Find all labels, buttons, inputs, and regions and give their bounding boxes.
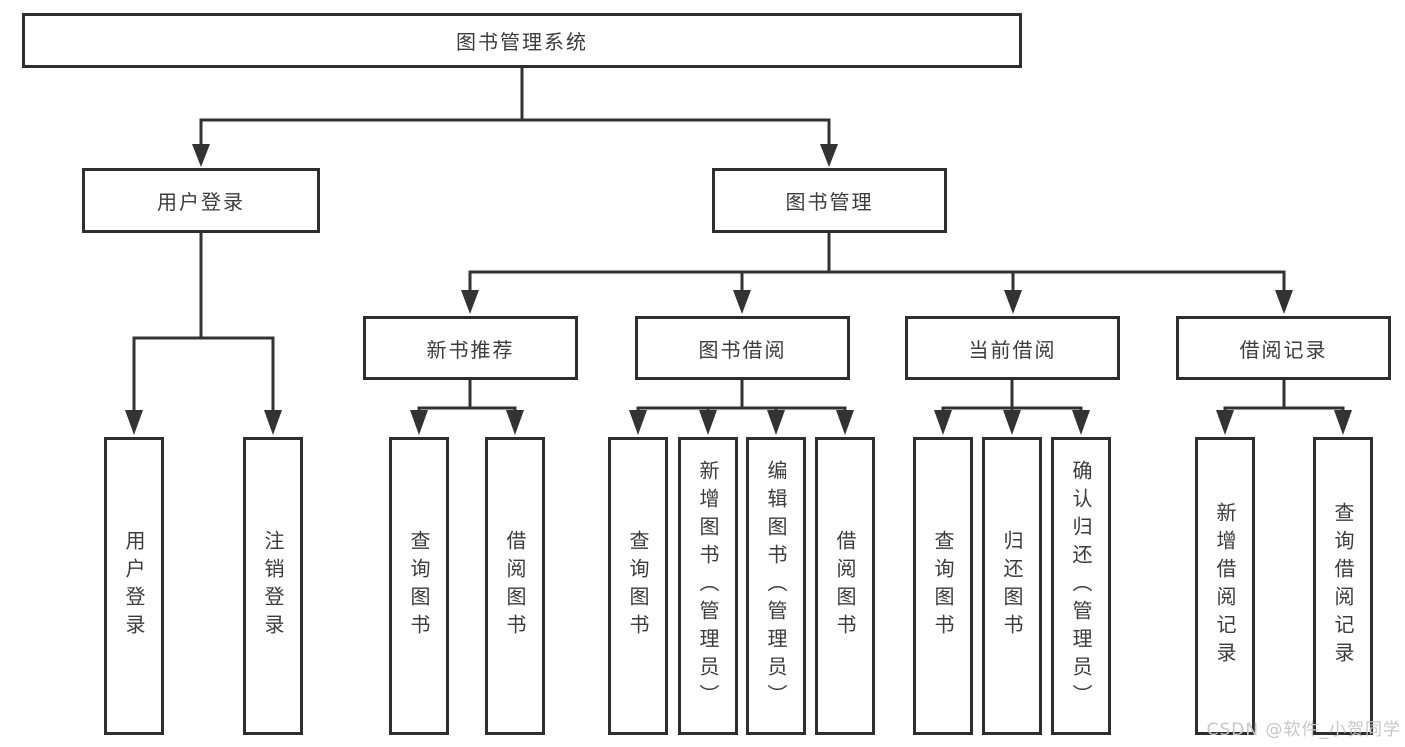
node-label: 查询图书 (626, 530, 650, 642)
leaf-logout: 注销登录 (243, 437, 303, 735)
leaf-return-books: 归还图书 (982, 437, 1042, 735)
node-label: 编辑图书（管理员） (764, 460, 788, 712)
node-library-management-system: 图书管理系统 (22, 13, 1022, 68)
node-label: 借阅图书 (833, 530, 857, 642)
node-label: 用户登录 (122, 530, 146, 642)
node-book-management: 图书管理 (712, 168, 947, 233)
csdn-watermark: CSDN @软件_小贺同学 (1206, 720, 1401, 740)
leaf-query-books-borrowing: 查询图书 (608, 437, 668, 735)
node-label: 用户登录 (157, 190, 245, 214)
node-label: 查询图书 (931, 530, 955, 642)
leaf-add-borrowing-record: 新增借阅记录 (1195, 437, 1255, 735)
node-label: 借阅记录 (1239, 337, 1328, 362)
node-label: 新书推荐 (426, 337, 515, 362)
node-new-book-recommendation: 新书推荐 (363, 316, 578, 380)
node-label: 注销登录 (261, 530, 285, 642)
node-label: 归还图书 (1000, 530, 1024, 642)
node-borrowing-records: 借阅记录 (1176, 316, 1391, 380)
node-book-borrowing: 图书借阅 (635, 316, 850, 380)
leaf-user-login: 用户登录 (104, 437, 164, 735)
leaf-query-books-recommend: 查询图书 (389, 437, 449, 735)
node-label: 查询借阅记录 (1331, 502, 1355, 670)
node-label: 图书管理 (785, 190, 874, 214)
leaf-add-books-admin: 新增图书（管理员） (678, 437, 738, 735)
arrowheads (125, 144, 1352, 435)
leaf-borrow-books-recommend: 借阅图书 (485, 437, 545, 735)
node-label: 当前借阅 (968, 337, 1057, 362)
node-label: 新增图书（管理员） (696, 460, 720, 712)
node-label: 新增借阅记录 (1213, 502, 1237, 670)
node-label: 查询图书 (407, 530, 431, 642)
node-label: 借阅图书 (503, 530, 527, 642)
node-current-borrowing: 当前借阅 (905, 316, 1120, 380)
leaf-confirm-return-admin: 确认归还（管理员） (1051, 437, 1111, 735)
node-label: 图书管理系统 (456, 30, 588, 54)
leaf-query-books-current: 查询图书 (913, 437, 973, 735)
node-label: 确认归还（管理员） (1069, 460, 1093, 712)
leaf-query-borrowing-record: 查询借阅记录 (1313, 437, 1373, 735)
node-label: 图书借阅 (698, 337, 787, 362)
leaf-edit-books-admin: 编辑图书（管理员） (746, 437, 806, 735)
leaf-borrow-books-borrowing: 借阅图书 (815, 437, 875, 735)
node-user-login-group: 用户登录 (82, 168, 320, 233)
